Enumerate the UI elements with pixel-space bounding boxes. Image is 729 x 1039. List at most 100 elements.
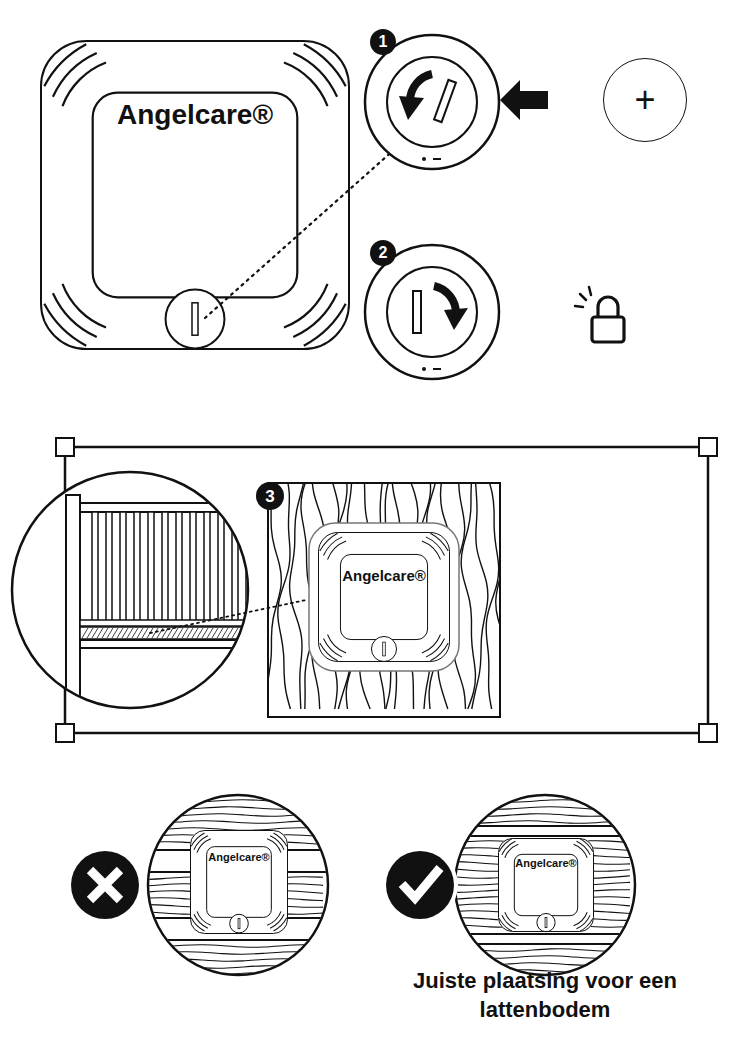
padlock-icon [575, 287, 624, 342]
base-hatch [187, 628, 193, 638]
sensor-wave [499, 918, 513, 932]
pad-ground [498, 838, 594, 932]
sensor-wave [61, 284, 106, 329]
crib-bar [134, 512, 140, 622]
sensor-wave [576, 841, 590, 855]
cover-slot [434, 80, 456, 122]
sensor-wave [43, 303, 86, 346]
frame-handle [699, 438, 717, 456]
base-hatch [137, 628, 143, 638]
base-hatch [242, 628, 248, 638]
wrong-badge-mark [90, 870, 120, 900]
crib-bar [148, 512, 154, 622]
pad-ground [190, 830, 288, 934]
turn-arrowhead [399, 96, 424, 120]
base-hatch [87, 628, 93, 638]
battery-cover [371, 636, 396, 661]
sensor-wave [319, 643, 338, 662]
callout-number: 2 [379, 245, 388, 261]
base-hatch [217, 628, 223, 638]
base-hatch [132, 628, 138, 638]
brand-name: Angelcare® [191, 852, 287, 863]
sensor-wave [501, 841, 515, 855]
callout-number: 1 [379, 34, 388, 50]
right-badge-mark [402, 868, 440, 898]
lock-spark [580, 294, 586, 300]
slat-board [450, 836, 640, 934]
sensor-wave [293, 52, 338, 97]
sensor-wave [193, 914, 208, 929]
battery-cover [166, 290, 225, 349]
base-hatch [227, 628, 233, 638]
base-hatch [247, 628, 253, 638]
base-hatch [112, 628, 118, 638]
cover-slot [413, 291, 421, 333]
callout-number: 3 [265, 488, 274, 505]
lock-spark [589, 287, 591, 295]
lock-shackle [598, 297, 618, 318]
sensor-wave [422, 540, 441, 559]
board-grain [143, 807, 323, 810]
battery-cover [537, 913, 555, 931]
right-badge-disc [386, 851, 454, 919]
placement-caption: Juiste plaatsing voor een lattenbodem [410, 966, 680, 1024]
base-hatch [212, 628, 218, 638]
sensor-wave [426, 638, 445, 657]
crib-bar [176, 512, 182, 622]
pad-frame [309, 523, 459, 671]
crib-bar [204, 512, 210, 622]
crib-bar [232, 512, 238, 622]
step-number: 2 [370, 240, 396, 266]
base-hatch [117, 628, 123, 638]
step-number: 1 [370, 29, 396, 55]
sensor-wave [284, 284, 329, 329]
board-grain [450, 948, 630, 951]
zoom-outline [148, 795, 328, 975]
base-hatch [102, 628, 108, 638]
crib-rail [80, 620, 260, 626]
sensor-wave [284, 61, 329, 106]
crib-top-rail [80, 503, 260, 512]
sensor-wave [267, 911, 281, 925]
cover-outline [387, 267, 477, 357]
crib-bar [162, 512, 168, 622]
wrong-badge-disc [71, 851, 139, 919]
board-grain [143, 979, 323, 982]
frame-handle [699, 724, 717, 742]
sensor-wave [267, 838, 281, 852]
minus-dash [433, 368, 441, 370]
base-hatch [222, 628, 228, 638]
sensor-pad: Angelcare® [190, 830, 288, 934]
sensor-wave [504, 912, 518, 926]
sensor-wave [323, 638, 342, 657]
sensor-wave [422, 634, 441, 653]
brand-name: Angelcare® [499, 858, 593, 869]
sensor-wave [43, 43, 86, 86]
polarity-sign: + [634, 82, 655, 118]
plus-dot [422, 157, 426, 161]
turn-arrowhead [444, 308, 468, 330]
sensor-wave [430, 643, 449, 662]
sensor-wave [273, 833, 287, 847]
sensor-wave [273, 917, 287, 931]
board-grain [450, 799, 630, 802]
crib-bar [218, 512, 224, 622]
wood-grain [268, 483, 500, 709]
zoom-circle [365, 35, 499, 169]
base-hatch [152, 628, 158, 638]
sensor-wave [576, 915, 590, 929]
base-hatch [202, 628, 208, 638]
base-hatch [142, 628, 148, 638]
crib-bar [92, 512, 98, 622]
cover-slot [545, 918, 547, 928]
sensor-wave [270, 835, 285, 850]
grain-line [290, 483, 306, 709]
sensor-wave [580, 838, 594, 852]
base-hatch [82, 628, 88, 638]
sensor-wave [426, 536, 445, 555]
battery-cover [230, 914, 249, 933]
frame-handle [56, 438, 74, 456]
grain-line [278, 483, 291, 709]
